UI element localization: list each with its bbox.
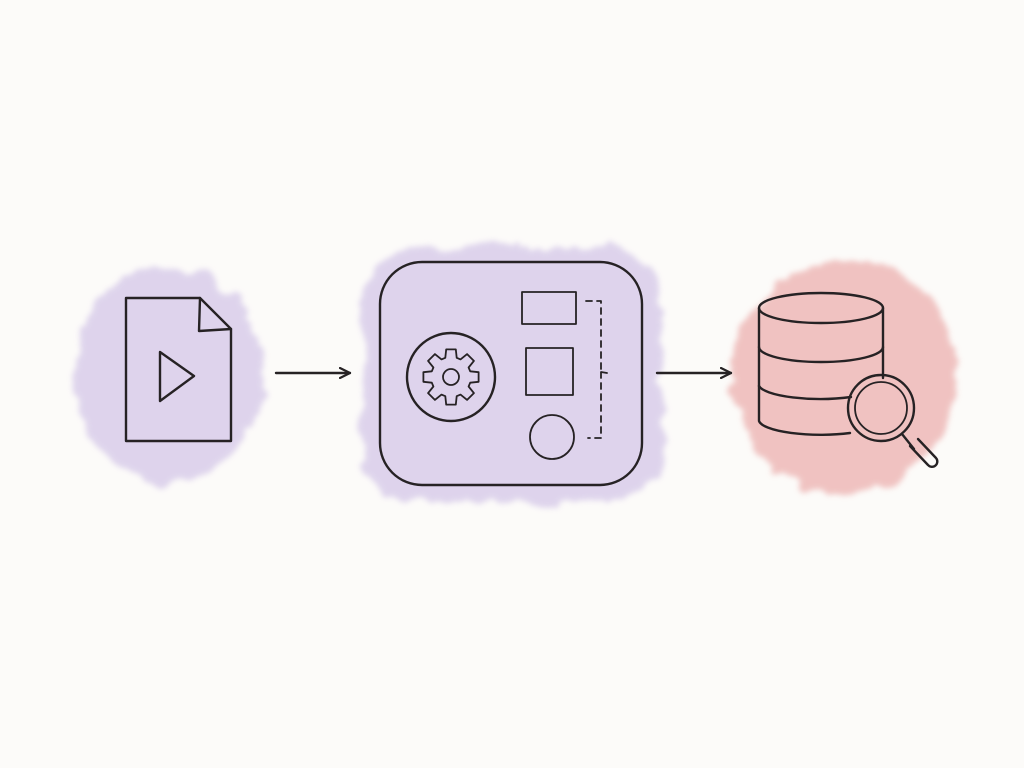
pink-rectangle-top [521, 291, 577, 325]
processing-panel-node [378, 260, 644, 487]
wash-processing-panel [362, 246, 662, 504]
dashed-bracket [585, 300, 608, 439]
processing-panel-frame [378, 260, 644, 487]
database-icon [757, 291, 885, 436]
wash-database-search [734, 260, 958, 496]
magnifier-icon [846, 373, 939, 468]
video-file-node [124, 296, 233, 443]
gear-ring [405, 331, 497, 423]
pink-circle-bottom [529, 414, 575, 460]
video-file-icon [124, 296, 233, 443]
gear-icon [422, 348, 480, 406]
database-search-node [757, 291, 939, 468]
pink-square-middle [525, 347, 574, 396]
wash-video-file [73, 267, 263, 483]
